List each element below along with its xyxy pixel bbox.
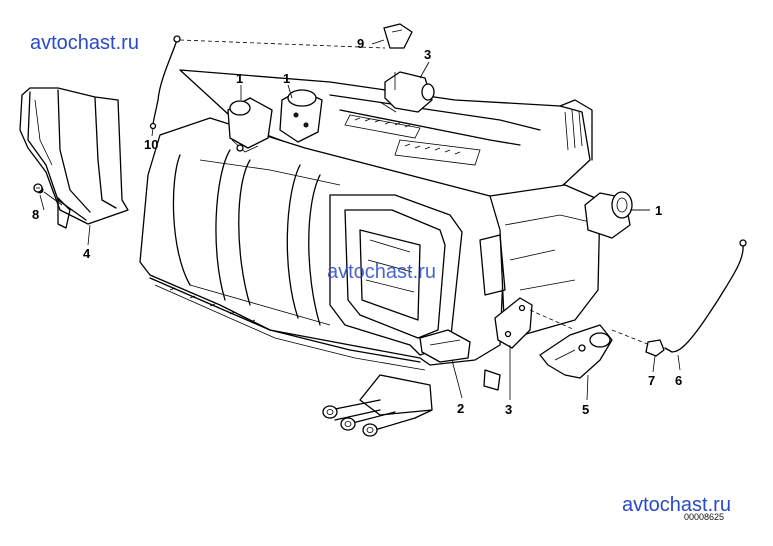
callout-9: 9 bbox=[357, 36, 365, 51]
callout-10: 10 bbox=[144, 137, 159, 152]
leader-line bbox=[611, 329, 651, 346]
leader-line bbox=[179, 39, 386, 49]
leader-line bbox=[529, 309, 576, 331]
callout-8: 8 bbox=[32, 207, 40, 222]
part-8-screw bbox=[33, 183, 43, 193]
callout-2: 2 bbox=[457, 401, 465, 416]
callout-3-top: 3 bbox=[424, 47, 432, 62]
part-5-control-lever bbox=[539, 324, 613, 379]
part-1-servo-motor-right bbox=[584, 191, 650, 239]
callout-4: 4 bbox=[83, 246, 91, 261]
callout-6: 6 bbox=[675, 373, 683, 388]
watermark-bottom-right: avtochast.ru bbox=[622, 494, 731, 516]
heater-core-pipes bbox=[322, 369, 501, 437]
callout-leaders bbox=[39, 39, 681, 401]
part-4-air-duct bbox=[19, 87, 129, 229]
part-1-servo-motor-left bbox=[227, 97, 273, 153]
part-6-cable bbox=[664, 239, 747, 353]
part-10-cable bbox=[149, 35, 181, 130]
part-7-grommet bbox=[645, 339, 665, 357]
part-3-bracket-lower bbox=[494, 297, 533, 349]
callout-1-left: 1 bbox=[236, 71, 244, 86]
watermark-top-left: avtochast.ru bbox=[30, 32, 139, 54]
part-2-flap-lever bbox=[419, 329, 471, 363]
part-1-servo-motor-center bbox=[279, 89, 323, 143]
drawing-code: 00008625 bbox=[684, 512, 725, 522]
watermark-center: avtochast.ru bbox=[327, 261, 436, 283]
callout-5: 5 bbox=[582, 402, 590, 417]
callout-3-bottom: 3 bbox=[505, 402, 513, 417]
callout-7: 7 bbox=[648, 373, 656, 388]
callout-1-center: 1 bbox=[283, 71, 291, 86]
callout-1-right: 1 bbox=[655, 203, 663, 218]
part-3-motor-upper bbox=[379, 71, 435, 113]
heater-housing bbox=[139, 69, 601, 371]
part-9-clip bbox=[383, 23, 413, 49]
